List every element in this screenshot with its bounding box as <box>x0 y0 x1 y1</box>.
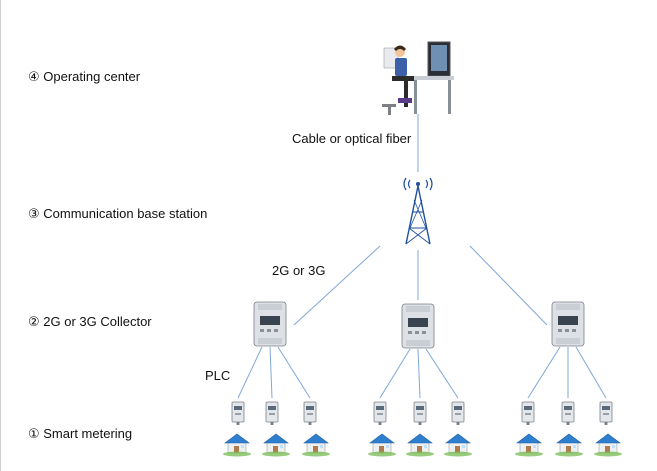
house-icon <box>261 433 291 457</box>
smart-meter-icon <box>561 401 575 426</box>
smart-meter-icon <box>521 401 535 426</box>
plc-link <box>527 346 561 399</box>
wireless-link <box>293 245 381 326</box>
house-icon <box>367 433 397 457</box>
smart-meter-icon <box>373 401 387 426</box>
collector-device-icon <box>401 303 435 349</box>
level-label-smart-metering: ① Smart metering <box>28 426 133 441</box>
house-icon <box>514 433 544 457</box>
level-label-base-station: ③ Communication base station <box>28 206 208 221</box>
smart-meter-icon <box>413 401 427 426</box>
smart-meter-icon <box>303 401 317 426</box>
smart-meter-icon <box>599 401 613 426</box>
house-icon <box>554 433 584 457</box>
house-icon <box>301 433 331 457</box>
house-icon <box>405 433 435 457</box>
house-icon <box>443 433 473 457</box>
plc-link <box>575 346 607 399</box>
base-station-tower-icon <box>403 177 433 245</box>
smart-meter-icon <box>231 401 245 426</box>
plc-link <box>425 348 459 399</box>
left-border <box>0 0 1 471</box>
plc-link <box>417 348 421 399</box>
plc-link <box>269 346 273 399</box>
operating-center-icon <box>378 40 456 116</box>
level-label-operating-center: ④ Operating center <box>28 69 141 84</box>
plc-link <box>277 346 311 399</box>
connection-label-wireless: 2G or 3G <box>272 263 326 278</box>
connection-label-fiber: Cable or optical fiber <box>292 131 412 146</box>
house-icon <box>593 433 623 457</box>
smart-meter-icon <box>265 401 279 426</box>
smart-meter-icon <box>451 401 465 426</box>
collector-device-icon <box>551 301 585 347</box>
connection-label-plc: PLC <box>205 368 231 383</box>
house-icon <box>222 433 252 457</box>
wireless-link <box>469 245 548 326</box>
plc-link <box>379 348 411 399</box>
plc-link <box>237 346 263 399</box>
level-label-collector: ② 2G or 3G Collector <box>28 314 152 329</box>
collector-device-icon <box>253 301 287 347</box>
